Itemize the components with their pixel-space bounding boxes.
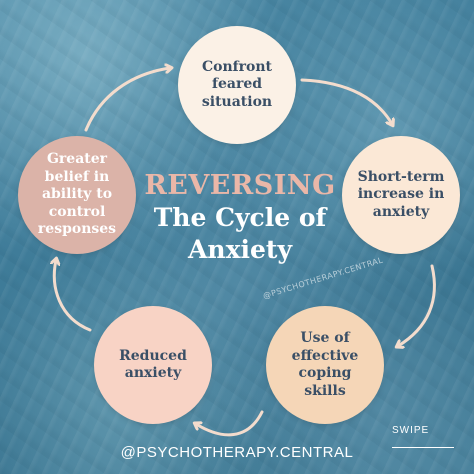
swipe-label: SWIPE	[392, 425, 430, 436]
step-short-term-increase: Short-term increase in anxiety	[342, 136, 460, 254]
step-label: Greater belief in ability to control res…	[37, 151, 117, 238]
arrow-step3-to-step4	[196, 410, 264, 437]
title-reversing: REVERSING	[144, 170, 336, 201]
arrow-step1-to-step2	[300, 78, 392, 124]
arrow-step2-to-step3	[398, 264, 436, 346]
step-label: Use of effective coping skills	[291, 330, 359, 399]
step-label: Short-term increase in anxiety	[357, 168, 445, 220]
step-confront-feared-situation: Confront feared situation	[178, 26, 296, 144]
step-reduced-anxiety: Reduced anxiety	[94, 306, 212, 424]
step-label: Reduced anxiety	[119, 347, 187, 382]
title-anxiety: Anxiety	[188, 234, 292, 264]
step-greater-belief: Greater belief in ability to control res…	[18, 136, 136, 254]
title-cycle-of: The Cycle of	[153, 203, 327, 233]
step-coping-skills: Use of effective coping skills	[266, 306, 384, 424]
arrow-step4-to-step5	[54, 260, 92, 332]
swipe-arrow-line	[392, 447, 454, 448]
footer-handle: @PSYCHOTHERAPY.CENTRAL	[120, 444, 354, 461]
step-label: Confront feared situation	[201, 58, 273, 110]
center-title: REVERSING The Cycle of Anxiety	[120, 170, 360, 265]
arrow-step5-to-step1	[84, 68, 170, 132]
